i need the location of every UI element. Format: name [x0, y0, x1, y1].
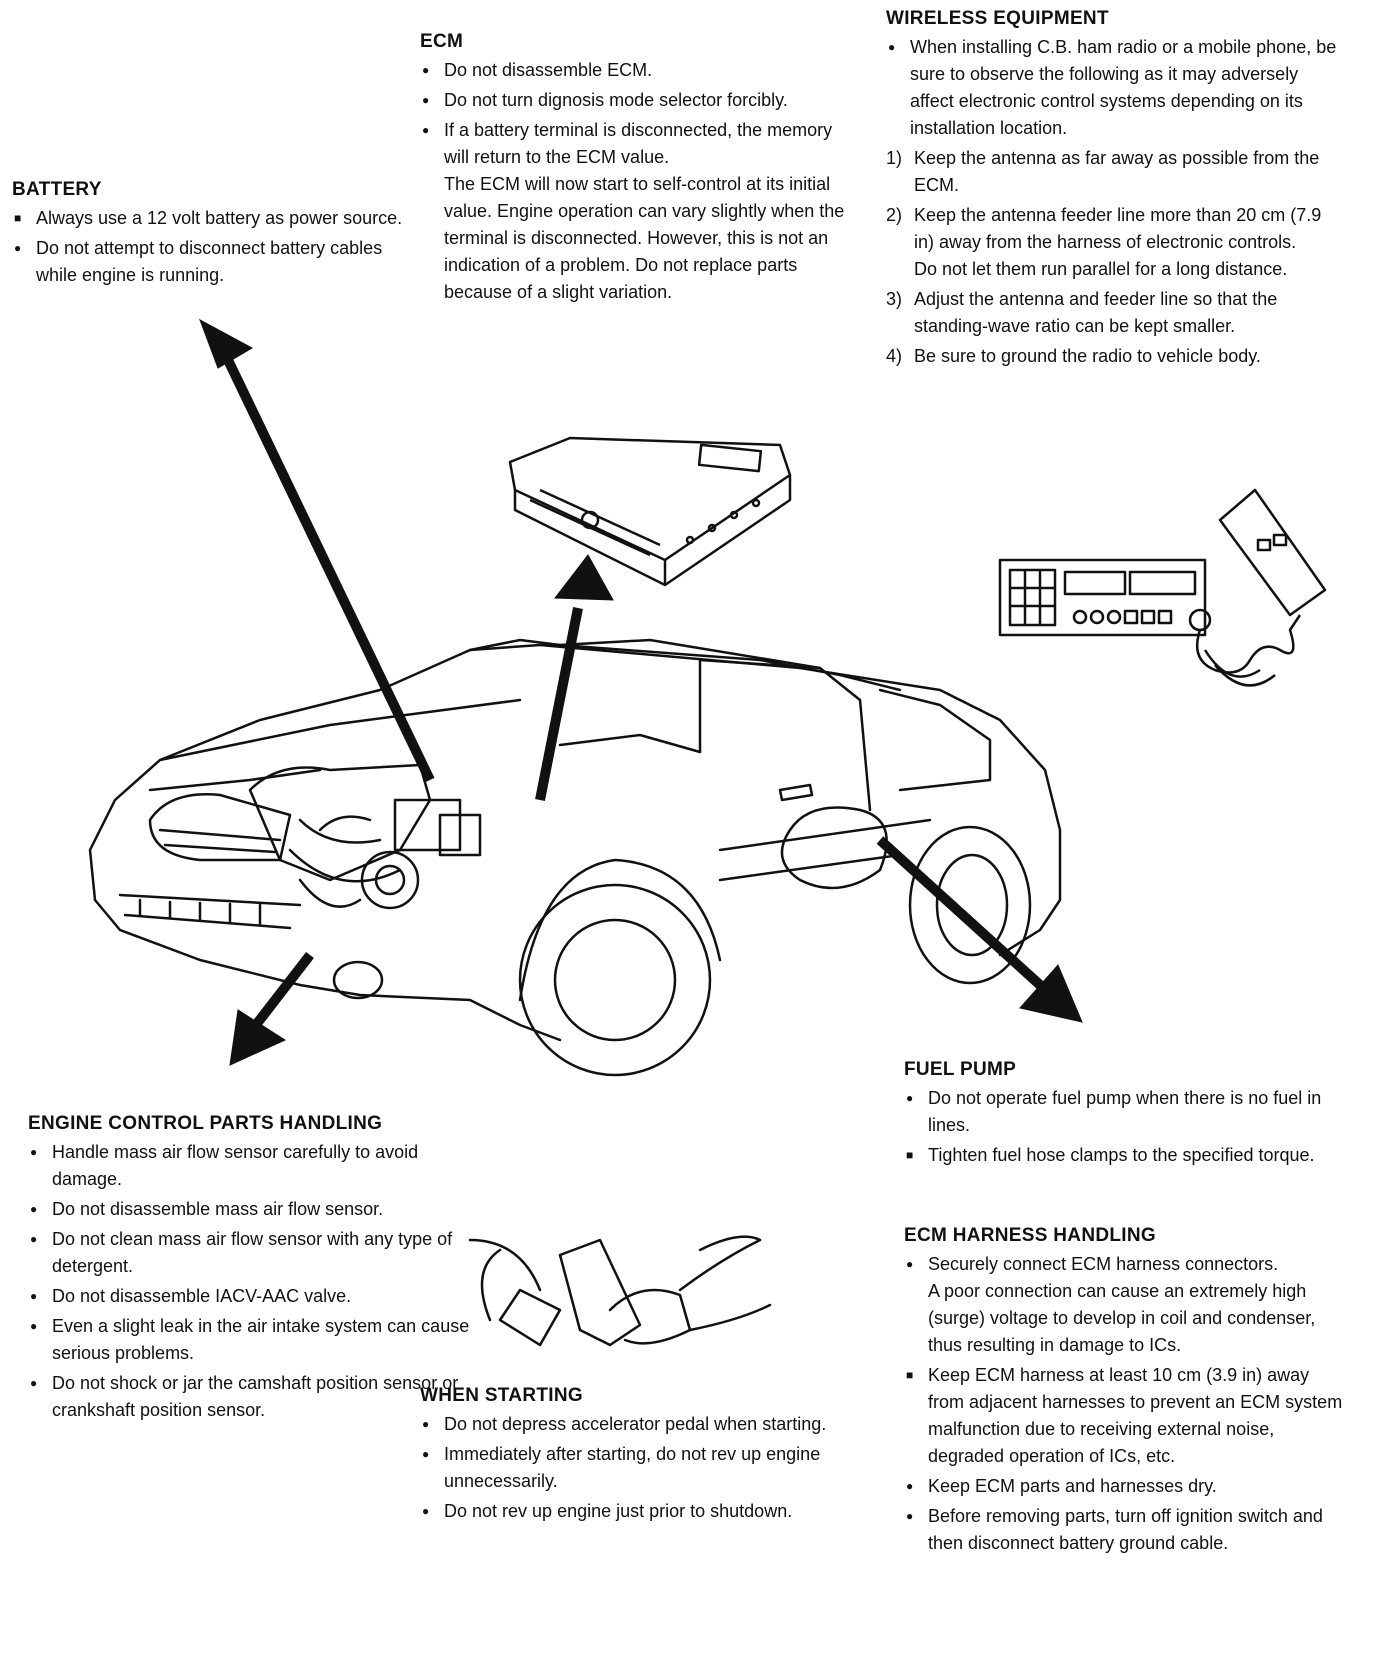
battery-item: Always use a 12 volt battery as power so… [12, 205, 412, 232]
step-text: Keep the antenna as far away as possible… [914, 148, 1320, 195]
wireless-step: 1) Keep the antenna as far away as possi… [886, 145, 1346, 199]
ecm-note: The ECM will now start to self-control a… [444, 174, 845, 302]
step-note: Do not let them run parallel for a long … [914, 259, 1288, 279]
battery-section: BATTERY Always use a 12 volt battery as … [12, 176, 412, 292]
harness-note: A poor connection can cause an extremely… [928, 1281, 1316, 1355]
wireless-step: 4) Be sure to ground the radio to vehicl… [886, 343, 1346, 370]
fuel-pump-item: Tighten fuel hose clamps to the specifie… [904, 1142, 1324, 1169]
step-number: 4) [886, 346, 903, 366]
harness-heading: ECM HARNESS HANDLING [904, 1225, 1156, 1246]
engine-parts-item: Do not disassemble mass air flow sensor. [28, 1196, 478, 1223]
harness-item: Keep ECM harness at least 10 cm (3.9 in)… [904, 1362, 1344, 1470]
wireless-step: 3) Adjust the antenna and feeder line so… [886, 286, 1346, 340]
battery-item: Do not attempt to disconnect battery cab… [12, 235, 412, 289]
wireless-heading: WIRELESS EQUIPMENT [886, 8, 1109, 29]
ecm-item: Do not disassemble ECM. [420, 57, 860, 84]
wireless-section: WIRELESS EQUIPMENT When installing C.B. … [886, 5, 1346, 373]
cb-radio-illustration [998, 488, 1327, 687]
battery-heading: BATTERY [12, 179, 102, 200]
engine-parts-item: Do not clean mass air flow sensor with a… [28, 1226, 478, 1280]
harness-item: Securely connect ECM harness connectors.… [904, 1251, 1344, 1359]
harness-item-text: Securely connect ECM harness connectors. [928, 1254, 1279, 1274]
arrow-head-engine-parts [229, 1009, 287, 1066]
ecm-item: Do not turn dignosis mode selector forci… [420, 87, 860, 114]
ecm-section: ECM Do not disassemble ECM. Do not turn … [420, 28, 860, 309]
car-illustration [88, 638, 1062, 1077]
engine-parts-item: Do not shock or jar the camshaft positio… [28, 1370, 478, 1424]
fuel-pump-heading: FUEL PUMP [904, 1059, 1017, 1080]
engine-parts-section: ENGINE CONTROL PARTS HANDLING Handle mas… [28, 1110, 478, 1427]
arrow-head-fuel-pump [1019, 964, 1083, 1023]
engine-parts-heading: ENGINE CONTROL PARTS HANDLING [28, 1113, 383, 1134]
starting-item: Do not rev up engine just prior to shutd… [420, 1498, 860, 1525]
harness-item: Keep ECM parts and harnesses dry. [904, 1473, 1344, 1500]
pointer-arrows [199, 318, 1083, 1066]
step-text: Keep the antenna feeder line more than 2… [914, 205, 1322, 252]
starting-heading: WHEN STARTING [420, 1385, 583, 1406]
step-text: Adjust the antenna and feeder line so th… [914, 289, 1278, 336]
harness-item: Before removing parts, turn off ignition… [904, 1503, 1344, 1557]
step-text: Be sure to ground the radio to vehicle b… [914, 346, 1261, 366]
wireless-step: 2) Keep the antenna feeder line more tha… [886, 202, 1346, 283]
starting-item: Immediately after starting, do not rev u… [420, 1441, 860, 1495]
step-number: 1) [886, 148, 903, 168]
engine-parts-item: Even a slight leak in the air intake sys… [28, 1313, 478, 1367]
ecm-item: If a battery terminal is disconnected, t… [420, 117, 860, 306]
wireless-intro: When installing C.B. ham radio or a mobi… [886, 34, 1346, 142]
engine-parts-item: Do not disassemble IACV-AAC valve. [28, 1283, 478, 1310]
accelerator-pedal-illustration [468, 1235, 772, 1347]
ecm-heading: ECM [420, 31, 464, 52]
arrow-head-ecm [554, 554, 614, 601]
ecm-unit-illustration [508, 436, 792, 587]
fuel-pump-item: Do not operate fuel pump when there is n… [904, 1085, 1324, 1139]
engine-parts-item: Handle mass air flow sensor carefully to… [28, 1139, 478, 1193]
starting-section: WHEN STARTING Do not depress accelerator… [420, 1382, 860, 1528]
fuel-pump-section: FUEL PUMP Do not operate fuel pump when … [904, 1056, 1324, 1172]
harness-section: ECM HARNESS HANDLING Securely connect EC… [904, 1222, 1344, 1560]
step-number: 3) [886, 289, 903, 309]
arrow-head-battery [199, 318, 254, 369]
ecm-item-text: If a battery terminal is disconnected, t… [444, 120, 833, 167]
step-number: 2) [886, 205, 903, 225]
starting-item: Do not depress accelerator pedal when st… [420, 1411, 860, 1438]
